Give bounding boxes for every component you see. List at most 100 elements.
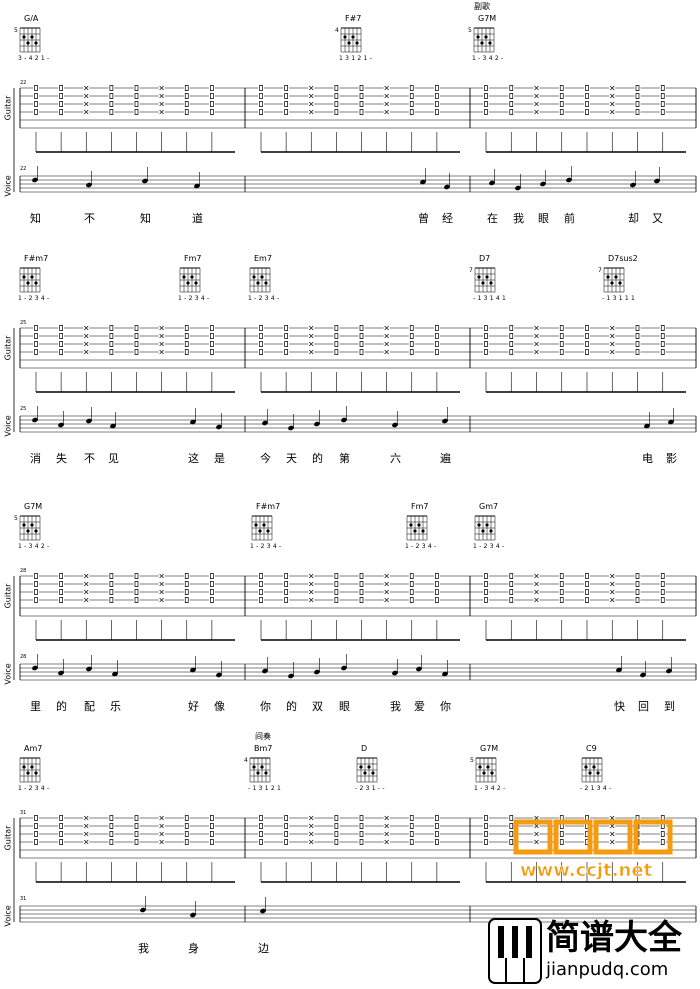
tab-note-column [158,815,165,882]
lyric-syllable: 曾 [418,212,429,225]
chord-name: G7M [480,744,499,753]
chord-name: Bm7 [254,744,273,753]
tab-note-column [258,85,264,152]
voice-note [142,178,148,184]
voice-note [314,669,320,675]
bar-number: 22 [20,166,27,172]
voice-note [444,184,450,190]
chord-diagram [603,267,625,293]
tab-note-column [158,85,165,152]
tab-note-column [308,325,315,392]
tab-note-column [283,815,290,882]
lyric-syllable: 天 [286,452,297,465]
voice-note [262,668,268,674]
voice-note [288,673,294,679]
tab-note-column [133,85,140,152]
voice-note [392,670,398,676]
chord-diagram [179,267,201,293]
voice-note [288,425,294,431]
voice-label: Voice [3,415,13,437]
lyric-syllable: 消 [30,452,41,465]
tab-note-column [609,85,616,152]
voice-note [86,666,92,672]
chord-fingering: - 1 3 1 2 1 [248,785,281,792]
lyric-syllable: 我 [513,212,524,225]
chord-diagram [19,515,41,541]
chord-diagram [19,267,41,293]
tab-note-column [533,85,540,152]
tab-note-column [33,573,39,640]
chord-name: F#m7 [24,254,49,263]
chord-diagram [356,757,378,783]
lyric-syllable: 这 [188,452,199,465]
voice-note [190,419,196,425]
tab-note-column [108,815,115,882]
chord-fingering: 1 - 2 3 4 - [18,295,50,302]
lyric-syllable: 影 [666,452,677,465]
lyric-syllable: 好 [188,700,199,713]
lyric-syllable: 快 [614,700,625,713]
tab-note-column [383,815,390,882]
chord-fingering: 1 - 2 3 4 - [18,785,50,792]
lyric-syllable: 配 [84,700,95,713]
tab-note-column [108,325,115,392]
tab-note-column [659,85,666,152]
voice-note [314,421,320,427]
chord-diagram [581,757,603,783]
lyric-syllable: 六 [390,452,401,465]
bar-number: 25 [20,406,27,412]
tab-note-column [634,573,641,640]
voice-note [654,178,660,184]
lyric-syllable: 经 [442,212,453,225]
tab-note-column [183,815,190,882]
section-label: 间奏 [255,732,271,741]
tab-note-column [659,573,666,640]
voice-note [640,672,646,678]
lyric-syllable: 到 [664,700,675,713]
voice-note [140,907,146,913]
lyric-syllable: 第 [339,452,350,465]
lyric-syllable: 眼 [339,700,350,713]
voice-note [489,180,495,186]
voice-note [58,670,64,676]
chord-fret-number: 5 [14,27,18,34]
tab-note-column [333,815,340,882]
chord-name: G/A [24,14,39,23]
chord-fingering: 1 - 2 3 4 - [250,543,282,550]
chord-fingering: 1 - 3 4 2 - [472,55,504,62]
chord-diagram [249,757,271,783]
chord-fret-number: 5 [468,27,472,34]
voice-note [262,420,268,426]
tab-note-column [258,325,264,392]
voice-note [190,912,196,918]
voice-note [668,419,674,425]
tab-note-column [483,325,489,392]
tab-note-column [609,325,616,392]
lyric-syllable: 边 [258,942,269,955]
chord-fingering: - 2 1 3 4 - [580,785,612,792]
chord-name: D7sus2 [608,254,638,263]
tab-note-column [208,85,215,152]
chord-fingering: 1 - 2 3 4 - [473,543,505,550]
chord-fingering: 1 - 3 4 2 - [18,543,50,550]
tab-note-column [558,325,565,392]
logo-url: jianpudq.com [546,959,669,980]
lyric-syllable: 乐 [110,700,121,713]
tab-note-column [333,573,340,640]
bar-number: 25 [20,320,27,326]
section-label: 副歌 [474,2,490,11]
guitar-label: Guitar [3,335,13,361]
chord-diagram [475,757,497,783]
voice-note [515,185,521,191]
voice-note [416,666,422,672]
chord-name: F#m7 [256,502,281,511]
tab-note-column [183,325,190,392]
tab-note-column [508,325,515,392]
chord-name: D7 [479,254,491,263]
tab-note-column [283,85,290,152]
voice-note [32,417,38,423]
tab-note-column [183,573,190,640]
chord-fret-number: 5 [470,757,474,764]
chord-name: Fm7 [184,254,202,263]
voice-note [58,422,64,428]
